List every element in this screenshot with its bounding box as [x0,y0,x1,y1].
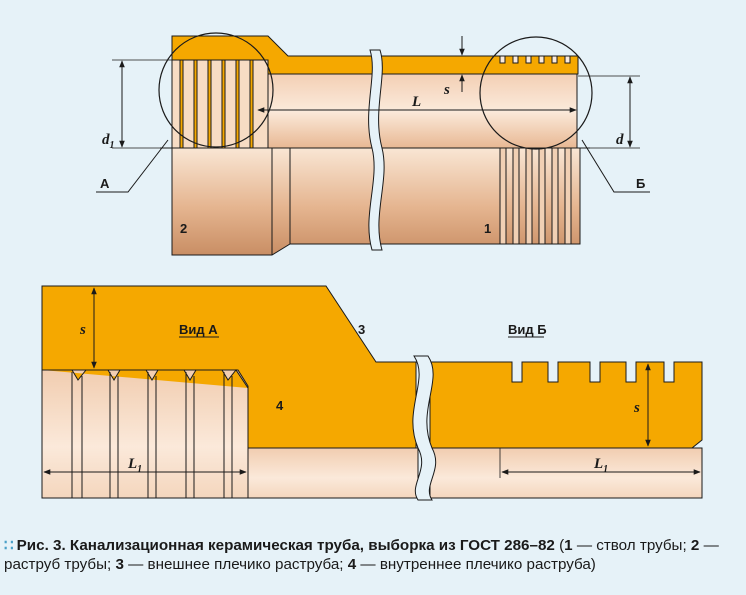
pipe-top-view: А Б 2 1 L s d1 d [96,32,650,256]
label-d1: d1 [102,132,115,151]
label-b: Б [636,176,645,191]
enlarged-views: Вид А Вид Б 3 4 s s L1 L1 [41,285,703,501]
caption-title: Рис. 3. Канализационная керамическая тру… [16,537,555,554]
views-break [412,355,437,501]
bullet-icon: ∷ [4,537,14,554]
label-a: А [100,176,110,191]
pipe-diagram: А Б 2 1 L s d1 d [41,32,703,501]
label-L1-left: L1 [127,456,142,475]
label-L1-right: L1 [593,456,608,475]
spigot-notches [499,55,571,64]
view-b-title: Вид Б [508,322,547,337]
label-s-left: s [79,322,86,338]
label-4: 4 [276,398,284,413]
label-3: 3 [358,322,365,337]
view-a-title: Вид А [179,322,218,337]
label-L: L [411,94,421,110]
label-d: d [616,132,624,148]
spigot-wall [429,361,703,449]
label-2: 2 [180,221,187,236]
label-1: 1 [484,221,491,236]
socket-bore [41,369,249,499]
detail-circle-b [479,36,593,150]
spigot-bore-left [247,447,419,499]
spigot-bore-right [429,447,703,499]
socket-grooves [179,59,254,149]
label-s-top: s [443,82,450,98]
leader-b [581,139,650,193]
figure-caption: ∷Рис. 3. Канализационная керамическая тр… [4,537,719,573]
detail-circle-a [158,32,274,148]
leader-a [96,139,169,193]
label-s-right: s [633,400,640,416]
